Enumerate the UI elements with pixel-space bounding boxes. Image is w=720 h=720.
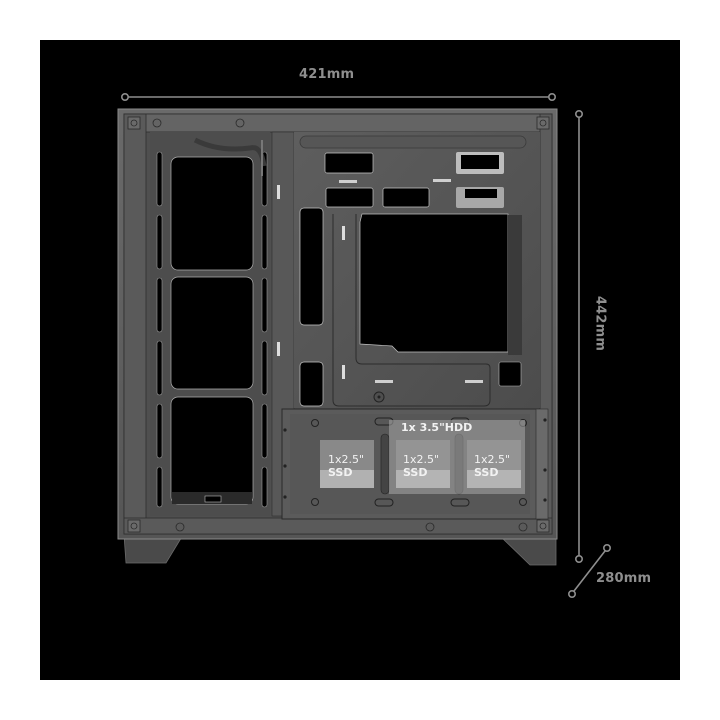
- depth-label: 280mm: [596, 571, 652, 586]
- depth-dimension-line: [573, 550, 606, 592]
- height-label: 442mm: [592, 295, 608, 352]
- ssd-bay-3-size: 1x2.5": [474, 453, 511, 466]
- ssd-bay-3: 1x2.5" SSD: [474, 453, 510, 479]
- width-label: 421mm: [299, 67, 355, 82]
- hdd-bay-label: 1x 3.5"HDD: [401, 421, 473, 434]
- ssd-bay-1: 1x2.5" SSD: [328, 453, 364, 479]
- ssd-bay-3-type: SSD: [474, 466, 499, 479]
- ssd-bay-2-size: 1x2.5": [403, 453, 440, 466]
- ssd-bay-2: 1x2.5" SSD: [403, 453, 439, 479]
- ssd-bay-1-size: 1x2.5": [328, 453, 365, 466]
- ssd-bay-2-type: SSD: [403, 466, 428, 479]
- ssd-bay-overlays: [320, 440, 521, 488]
- case-feet: [123, 534, 557, 566]
- ssd-bay-1-type: SSD: [328, 466, 353, 479]
